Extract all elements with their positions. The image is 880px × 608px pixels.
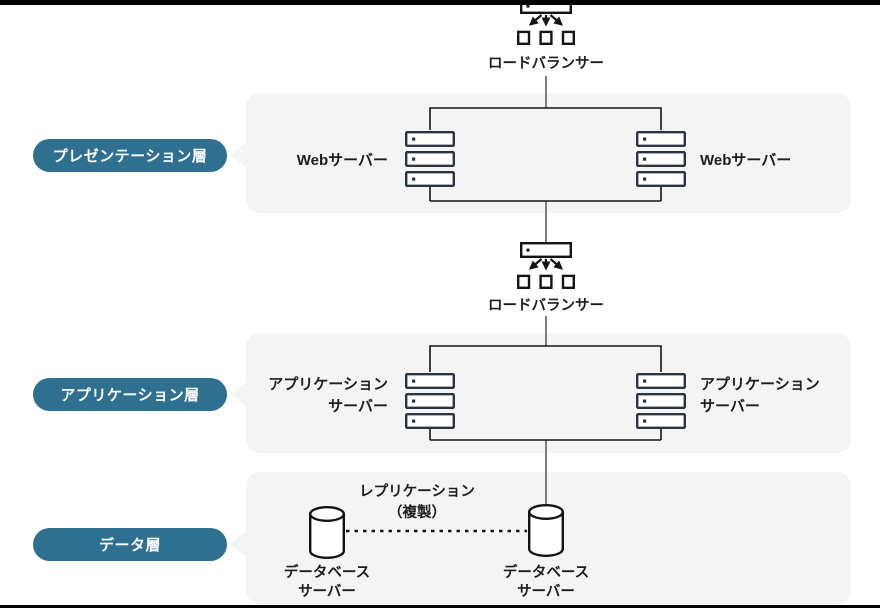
tier-pill-application: アプリケーション層 [33, 378, 227, 411]
tier-pill-application-label: アプリケーション層 [60, 387, 200, 404]
load-balancer-middle-label: ロードバランサー [488, 298, 604, 314]
web-server-left-label: Webサーバー [296, 152, 388, 169]
app-server-left-label: アプリケーション サーバー [268, 376, 388, 415]
tier-pill-presentation: プレゼンテーション層 [33, 139, 227, 172]
web-server-right-label: Webサーバー [700, 152, 792, 169]
database-server-right-label: データベース サーバー [502, 565, 590, 600]
database-server-left-label: データベース サーバー [283, 565, 371, 600]
load-balancer-icon-middle [518, 243, 574, 288]
tier-pill-presentation-label: プレゼンテーション層 [52, 148, 208, 165]
letterbox-bar-bottom [0, 605, 880, 608]
data-panel-tail [230, 531, 247, 557]
application-panel-tail [230, 381, 247, 407]
load-balancer-icon-top [518, 0, 574, 44]
presentation-panel-tail [230, 142, 247, 168]
load-balancer-top-label: ロードバランサー [488, 56, 604, 72]
letterbox-bar-top [0, 0, 880, 5]
tier-pill-data-label: データ層 [98, 537, 161, 554]
app-server-right-label: アプリケーション サーバー [700, 376, 820, 415]
replication-label: レプリケーション （複製） [359, 484, 475, 521]
tier-pill-data: データ層 [33, 528, 227, 561]
